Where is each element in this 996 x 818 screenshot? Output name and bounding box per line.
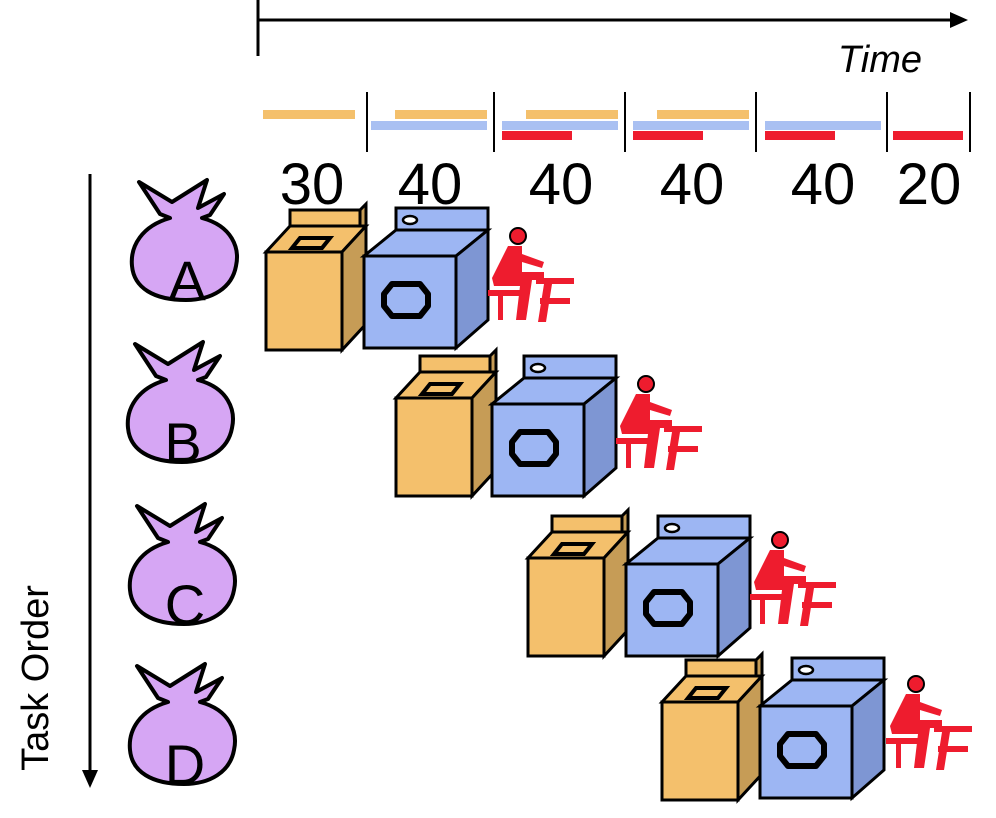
fold-bar [502,131,572,140]
washer-icon [264,202,368,352]
laundry-bag-icon: B [125,340,235,474]
fold-bar [893,131,963,140]
fold-bar [765,131,835,140]
dry-bar [765,121,881,130]
duration-label: 40 [529,152,594,217]
task-label: B [164,411,201,474]
task-order-label: Task Order [15,585,57,771]
task-row-b: B [125,340,703,498]
duration-label: 30 [280,152,345,217]
task-row-c: C [127,502,837,658]
dry-bar [371,121,487,130]
dry-bar [502,121,618,130]
duration-label: 40 [398,152,463,217]
task-label: C [165,573,205,636]
wash-bar [395,110,487,119]
dryer-icon [626,516,750,656]
washer-icon [526,508,630,658]
dry-bar [633,121,749,130]
dryer-icon [364,208,488,348]
washer-icon [394,348,498,498]
stage-durations: 30 40 40 40 40 20 [280,152,962,217]
folder-person-icon [487,227,575,323]
dryer-icon [492,356,616,496]
arrow-right-icon [950,12,968,28]
task-label: D [165,733,205,796]
wash-bar [263,110,355,119]
duration-label: 40 [791,152,856,217]
stage-bars [263,92,971,152]
wash-bar [657,110,749,119]
task-label: A [168,249,206,312]
dryer-icon [760,658,884,798]
task-order-axis [82,174,98,788]
time-label: Time [838,39,922,81]
folder-person-icon [615,375,703,471]
wash-bar [526,110,618,119]
fold-bar [633,131,703,140]
folder-person-icon [885,675,973,771]
duration-label: 40 [660,152,725,217]
duration-label: 20 [897,152,962,217]
laundry-bag-icon: D [127,662,237,796]
task-row-d: D [127,652,973,802]
task-row-a: A [129,178,575,352]
time-axis [256,0,968,56]
arrow-down-icon [82,770,98,788]
laundry-bag-icon: C [127,502,237,636]
washer-icon [660,652,764,802]
folder-person-icon [749,531,837,627]
laundry-bag-icon: A [129,178,239,312]
